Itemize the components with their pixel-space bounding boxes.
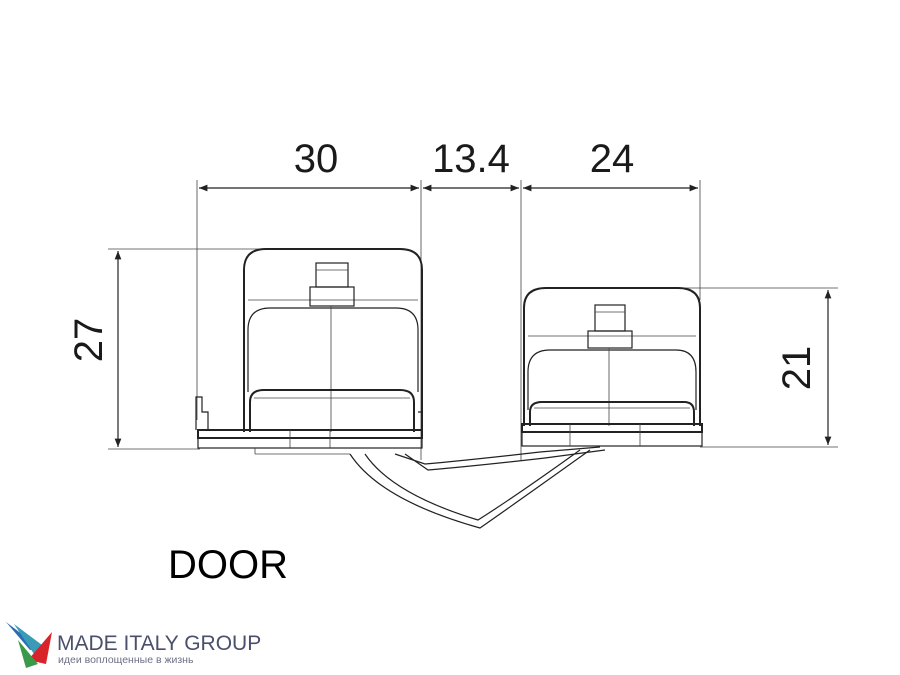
logo-title: MADE ITALY GROUP [57,632,261,655]
dimension-left-width: 30 [294,137,339,181]
dimension-lines [108,180,838,460]
door-label: DOOR [168,543,288,587]
dimension-left-height: 27 [67,318,111,363]
logo-bird-icon [6,622,52,668]
company-logo: MADE ITALY GROUP идеи воплощенные в жизн… [6,622,261,668]
right-hinge-cup [521,287,703,447]
dimension-right-width: 24 [590,137,635,181]
dimension-right-height: 21 [775,346,819,391]
hinge-arm [349,446,606,529]
left-hinge-cup [195,248,423,455]
dimension-gap-width: 13.4 [432,137,510,181]
logo-subtitle: идеи воплощенные в жизнь [58,654,194,666]
